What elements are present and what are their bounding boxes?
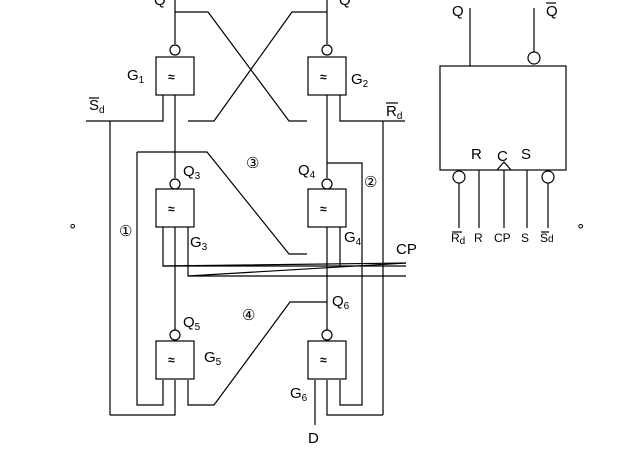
- inversion-bubble: [321, 178, 333, 190]
- sd-input-label: Sd: [89, 97, 105, 116]
- gate-box: [155, 56, 195, 96]
- gate-symbol: ≈: [320, 70, 327, 84]
- symbol-c-label: C: [497, 148, 508, 165]
- rd-input-label: Rd: [386, 102, 402, 122]
- output-q-label: Q: [154, 0, 166, 9]
- cp-input-label: CP: [396, 241, 417, 258]
- gate-label: G4: [344, 229, 362, 248]
- output-q-bar-label: Q: [339, 0, 351, 9]
- loop-marker-3: ③: [246, 155, 259, 172]
- pin-r-label: R: [474, 231, 483, 245]
- symbol-q-label: Q: [452, 3, 464, 20]
- gate-box: [307, 188, 347, 228]
- gate-g1: ≈ G1: [127, 44, 195, 96]
- inversion-bubble: [321, 329, 333, 341]
- gate-box: [155, 188, 195, 228]
- gate-label: G5: [204, 349, 222, 368]
- pin-sd-label: Sd: [540, 231, 554, 245]
- gate-symbol: ≈: [320, 353, 327, 367]
- svg-text:Sd: Sd: [89, 97, 105, 116]
- inversion-bubble: [169, 329, 181, 341]
- inversion-bubble: [321, 44, 333, 56]
- q6-label: Q6: [332, 293, 350, 312]
- loop-marker-4: ④: [242, 307, 255, 324]
- loop-marker-1: ①: [119, 223, 132, 240]
- gate-g6: ≈ G6: [290, 329, 347, 404]
- wires: [86, 0, 407, 425]
- inversion-bubble: [169, 44, 181, 56]
- inversion-bubble: [527, 51, 541, 65]
- svg-text:Rd: Rd: [386, 103, 402, 122]
- inversion-bubble: [541, 170, 555, 184]
- pin-rd-label: Rd: [451, 231, 465, 247]
- gate-g3: ≈ G3: [155, 178, 208, 253]
- gate-box: [155, 340, 195, 380]
- gate-box: [307, 56, 347, 96]
- gate-label: G6: [290, 385, 308, 404]
- gate-label: G1: [127, 67, 145, 86]
- flip-flop-symbol: Q Q R C S Rd R CP S Sd: [439, 2, 567, 247]
- gate-g5: ≈ G5: [155, 329, 222, 380]
- gate-symbol: ≈: [168, 353, 175, 367]
- side-dot-left: ∘: [68, 218, 77, 235]
- q5-label: Q5: [183, 314, 201, 333]
- pin-s-label: S: [521, 231, 529, 245]
- symbol-s-label: S: [521, 146, 531, 163]
- gate-symbol: ≈: [168, 70, 175, 84]
- gate-label: G2: [351, 71, 369, 90]
- inversion-bubble: [452, 170, 466, 184]
- side-dot-right: ∘: [576, 218, 585, 235]
- d-input-label: D: [308, 430, 319, 447]
- pin-cp-label: CP: [494, 231, 511, 245]
- gate-symbol: ≈: [320, 202, 327, 216]
- clock-wedge: [496, 161, 512, 171]
- gate-symbol: ≈: [168, 202, 175, 216]
- gate-label: G3: [190, 234, 208, 253]
- symbol-q-bar-label: Q: [546, 3, 558, 20]
- inversion-bubble: [169, 178, 181, 190]
- gate-g2: ≈ G2: [307, 44, 369, 96]
- gate-g4: ≈ G4: [307, 178, 362, 248]
- q3-label: Q3: [183, 163, 201, 182]
- symbol-r-label: R: [471, 146, 482, 163]
- q4-label: Q4: [298, 162, 316, 181]
- symbol-box: [439, 65, 567, 171]
- loop-marker-2: ②: [364, 174, 377, 191]
- gate-box: [307, 340, 347, 380]
